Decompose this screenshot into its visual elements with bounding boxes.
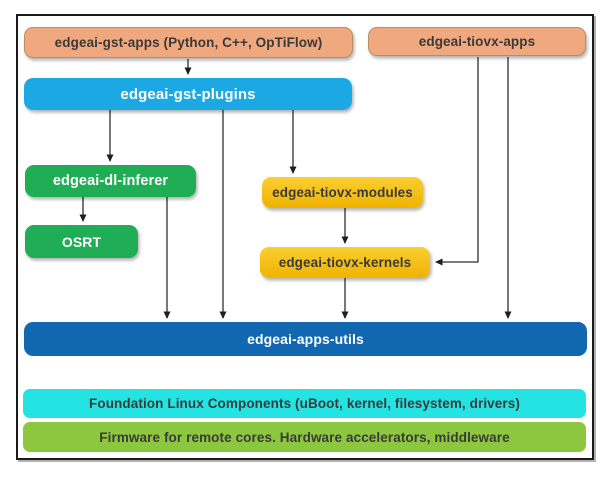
- box-edgeai-tiovx-modules: edgeai-tiovx-modules: [262, 177, 423, 208]
- box-edgeai-gst-apps: edgeai-gst-apps (Python, C++, OpTiFlow): [24, 27, 353, 58]
- box-firmware-remote-cores: Firmware for remote cores. Hardware acce…: [23, 422, 586, 452]
- box-edgeai-dl-inferer: edgeai-dl-inferer: [25, 165, 196, 197]
- box-osrt: OSRT: [25, 225, 138, 258]
- box-foundation-linux: Foundation Linux Components (uBoot, kern…: [23, 389, 586, 418]
- box-edgeai-apps-utils: edgeai-apps-utils: [24, 322, 587, 356]
- box-edgeai-tiovx-apps: edgeai-tiovx-apps: [368, 27, 586, 56]
- box-edgeai-gst-plugins: edgeai-gst-plugins: [24, 78, 352, 110]
- box-edgeai-tiovx-kernels: edgeai-tiovx-kernels: [260, 247, 430, 278]
